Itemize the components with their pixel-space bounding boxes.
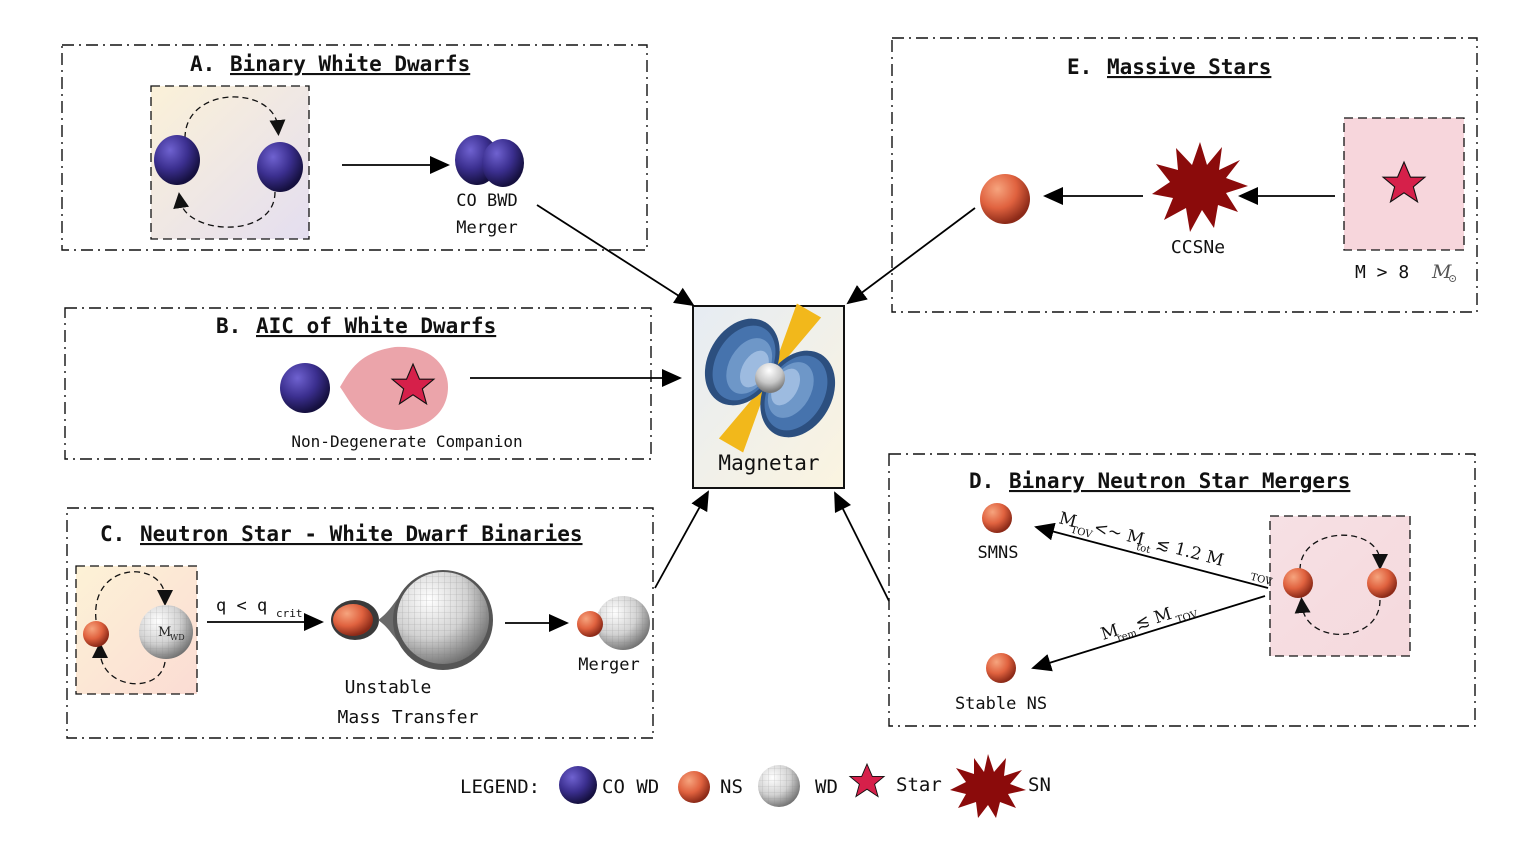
panel-e-letter: E. <box>1067 55 1092 79</box>
msun-sub: ⊙ <box>1448 272 1457 285</box>
smns-label: SMNS <box>978 543 1019 563</box>
panel-e-title: Massive Stars <box>1107 55 1271 79</box>
magnetar-icon <box>704 303 836 453</box>
ns-stable <box>986 653 1016 683</box>
panel-a-letter: A. <box>190 52 215 76</box>
panel-d-letter: D. <box>969 469 994 493</box>
svg-text:tot: tot <box>1135 542 1151 556</box>
roche-lobe-companion <box>340 346 448 430</box>
arrow-d-to-smns <box>1034 522 1269 589</box>
panel-d-border <box>888 453 1476 727</box>
legend-star: Star <box>896 774 942 796</box>
svg-text:≲ M: ≲ M <box>1133 604 1174 634</box>
mass-transfer-label: Mass Transfer <box>338 707 479 728</box>
arrow-d-to-magnetar <box>834 491 890 602</box>
upper-condition: M TOV <~ M tot ≲ 1.2 M TOV <box>1057 508 1274 588</box>
q-condition-sub: crit <box>276 607 303 620</box>
legend-ns: NS <box>720 776 743 798</box>
panel-a-title: Binary White Dwarfs <box>230 52 470 76</box>
panel-b: B. AIC of White Dwarfs Non-Degenerate Co… <box>64 307 682 460</box>
q-condition: q < q <box>216 596 267 616</box>
arrow-a-to-magnetar <box>536 204 695 307</box>
co-wd-accretor <box>280 363 330 413</box>
legend-sn-icon <box>950 754 1026 818</box>
mass-condition: M > 8 <box>1355 262 1409 283</box>
panel-d-title: Binary Neutron Star Mergers <box>1009 469 1350 493</box>
panel-a: A. Binary White Dwarfs CO BWD Merger <box>61 44 648 251</box>
ns-c-binary <box>83 621 109 647</box>
panel-b-border <box>64 307 652 460</box>
legend-co-wd-icon <box>559 766 597 804</box>
mwd-sub: WD <box>170 633 185 642</box>
panel-c-title: Neutron Star - White Dwarf Binaries <box>140 522 583 546</box>
merger-label-c: Merger <box>578 655 639 675</box>
svg-text:TOV: TOV <box>1175 609 1200 626</box>
ns-remnant-e <box>980 174 1030 224</box>
panel-b-letter: B. <box>216 314 241 338</box>
panel-a-border <box>61 44 648 251</box>
unstable-label: Unstable <box>345 677 432 698</box>
svg-text:M: M <box>1057 508 1079 532</box>
legend-title: LEGEND: <box>460 776 540 798</box>
svg-text:≲ 1.2 M: ≲ 1.2 M <box>1153 534 1225 571</box>
ns-smns <box>982 503 1012 533</box>
lower-condition: M rem ≲ M TOV <box>1099 604 1200 645</box>
ns-merger <box>577 611 603 637</box>
msun-symbol: M <box>1431 261 1452 283</box>
ns-binary-left <box>1283 568 1313 598</box>
orbit-arrow-c-bottom <box>92 642 166 685</box>
panel-c-border <box>66 507 654 739</box>
panel-c-letter: C. <box>100 522 125 546</box>
co-wd-left <box>154 135 200 185</box>
panel-b-title: AIC of White Dwarfs <box>256 314 496 338</box>
panel-e: E. Massive Stars CCSNe M > 8 M ⊙ <box>891 37 1478 313</box>
svg-text:M: M <box>1099 621 1122 645</box>
arrow-e-to-magnetar <box>846 207 976 305</box>
legend-star-icon <box>849 763 885 798</box>
panel-e-border <box>891 37 1478 313</box>
arrow-d-to-stable <box>1031 595 1266 672</box>
magnetar-label: Magnetar <box>718 451 819 475</box>
panel-d: D. Binary Neutron Star Mergers SMNS Stab… <box>888 453 1476 727</box>
co-bwd-label: CO BWD <box>456 191 517 211</box>
magnetar-node: Magnetar <box>692 303 845 489</box>
legend-sn: SN <box>1028 774 1051 796</box>
companion-label: Non-Degenerate Companion <box>291 432 522 451</box>
legend-wd: WD <box>815 776 838 798</box>
orbit-arrow-d-bottom <box>1294 597 1381 635</box>
ns-accreting <box>333 604 373 636</box>
merger-label-a: Merger <box>456 218 517 238</box>
svg-text:rem: rem <box>1116 628 1139 645</box>
orbit-arrow-c-top <box>95 571 173 621</box>
legend: LEGEND: CO WD NS WD Star SN <box>460 754 1051 818</box>
ccsne-label: CCSNe <box>1171 237 1225 258</box>
mwd-label: M <box>158 625 171 640</box>
stable-ns-label: Stable NS <box>955 694 1047 714</box>
ns-binary-right <box>1367 568 1397 598</box>
panel-c: C. Neutron Star - White Dwarf Binaries M… <box>66 507 654 739</box>
legend-ns-icon <box>678 771 710 803</box>
orbit-arrow-bottom <box>173 191 276 228</box>
co-bwd-merger-2 <box>482 139 524 187</box>
supernova-icon <box>1152 142 1248 232</box>
co-wd-right <box>257 142 303 192</box>
arrow-c-to-magnetar <box>654 490 709 589</box>
legend-co-wd: CO WD <box>602 776 659 798</box>
orbit-arrow-d-top <box>1299 534 1388 571</box>
